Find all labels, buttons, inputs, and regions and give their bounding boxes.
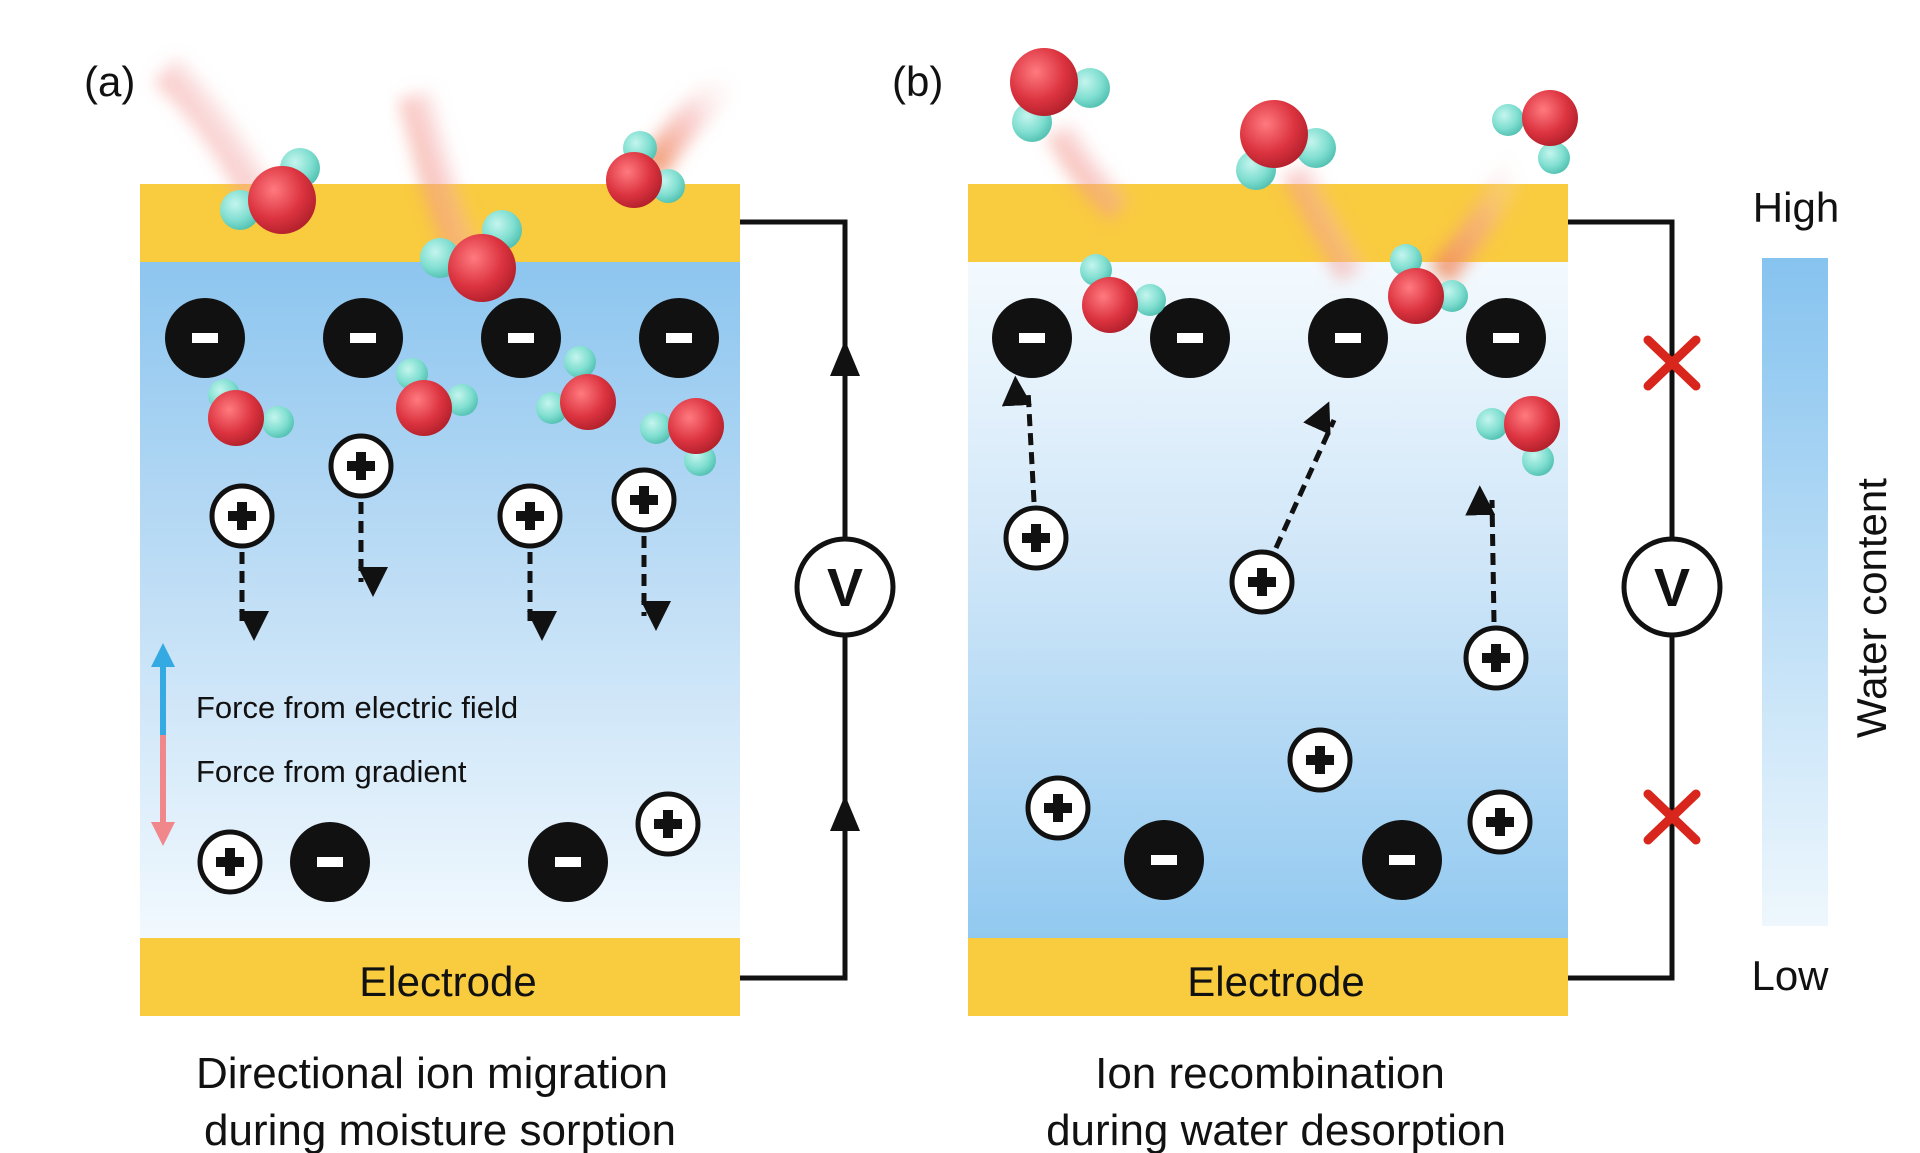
- panel-a-current-arrow-upper: [830, 340, 860, 376]
- anion: [1466, 298, 1546, 378]
- panel-b-caption-line-2: during water desorption: [1046, 1106, 1506, 1153]
- panel-a-current-arrow-lower: [830, 795, 860, 831]
- panel-a-electrode-label: Electrode: [359, 958, 536, 1005]
- panel-b-caption-line-1: Ion recombination: [1095, 1049, 1445, 1098]
- scale-axis-title: Water content: [1848, 478, 1895, 738]
- water-molecule: [1236, 100, 1336, 190]
- cation: [328, 433, 394, 499]
- motion-trail: [1046, 123, 1131, 221]
- panel-a-water-molecules: [153, 57, 749, 476]
- cation: [1287, 727, 1353, 793]
- cation: [1467, 789, 1533, 855]
- water-molecule: [396, 358, 478, 436]
- scale-gradient-bar: [1762, 258, 1828, 926]
- anion: [481, 298, 561, 378]
- cation: [209, 483, 275, 549]
- panel-b-electrode-label: Electrode: [1187, 958, 1364, 1005]
- water-content-scale: High Low Water content: [1751, 184, 1895, 999]
- panel-a-voltmeter-label: V: [827, 558, 863, 618]
- motion-trail: [153, 57, 276, 208]
- panel-a-voltmeter: [794, 536, 896, 638]
- water-molecule: [1080, 254, 1166, 333]
- water-molecule: [1388, 244, 1468, 324]
- panel-b-broken-circuit-mark-upper: [1643, 335, 1701, 391]
- panel-b-voltmeter: [1621, 536, 1723, 638]
- cation: [1025, 775, 1091, 841]
- water-molecule: [1476, 396, 1560, 476]
- panel-a-caption-line-2: during moisture sorption: [204, 1106, 676, 1153]
- legend-gradient: Force from gradient: [196, 754, 467, 789]
- panel-b-returning-cations: [1001, 375, 1529, 691]
- panel-b-bottom-electrode: [968, 938, 1568, 1016]
- panel-b-voltmeter-label: V: [1654, 558, 1690, 618]
- panel-b-bottom-ions: [1025, 727, 1533, 900]
- cation: [1003, 505, 1069, 571]
- anion: [1362, 820, 1442, 900]
- water-molecule: [1010, 48, 1110, 142]
- cation: [611, 467, 677, 533]
- gradient-arrowhead: [151, 822, 175, 846]
- panel-b-broken-circuit-mark-lower: [1643, 789, 1701, 845]
- anion: [323, 298, 403, 378]
- recombination-arrow: [1273, 401, 1337, 550]
- scale-low-label: Low: [1751, 952, 1829, 999]
- water-molecule: [1492, 90, 1578, 174]
- water-molecule: [640, 398, 724, 476]
- anion: [528, 822, 608, 902]
- motion-trail: [398, 90, 484, 268]
- panel-a: (a) Electrode V: [84, 57, 896, 1153]
- motion-trail: [1429, 144, 1533, 285]
- panel-a-anion-row: [165, 298, 719, 378]
- panel-a-force-legend: Force from electric field Force from gra…: [151, 643, 518, 846]
- recombination-arrow: [1465, 485, 1497, 623]
- scale-high-label: High: [1753, 184, 1839, 231]
- panel-a-migrating-cations: [209, 433, 677, 641]
- anion: [290, 822, 370, 902]
- panel-a-caption-line-1: Directional ion migration: [196, 1049, 668, 1098]
- motion-trail: [1282, 163, 1366, 282]
- panel-b-label: (b): [892, 58, 943, 105]
- anion: [1308, 298, 1388, 378]
- water-molecule: [606, 131, 685, 208]
- legend-electric-field: Force from electric field: [196, 690, 518, 725]
- electric-field-arrowhead: [151, 643, 175, 667]
- water-molecule: [420, 210, 522, 302]
- cation: [197, 829, 263, 895]
- anion: [639, 298, 719, 378]
- cation: [635, 791, 701, 857]
- panel-a-bottom-ions: [197, 791, 701, 902]
- anion: [1124, 820, 1204, 900]
- water-molecule: [536, 346, 616, 430]
- water-molecule: [208, 379, 294, 446]
- anion: [992, 298, 1072, 378]
- panel-b-water-molecules: [1010, 48, 1578, 476]
- cation: [1463, 625, 1529, 691]
- cation: [1229, 549, 1295, 615]
- cation: [497, 483, 563, 549]
- water-molecule: [220, 148, 320, 234]
- anion: [165, 298, 245, 378]
- anion: [1150, 298, 1230, 378]
- motion-trail: [637, 62, 749, 179]
- panel-a-label: (a): [84, 58, 135, 105]
- panel-a-bottom-electrode: [140, 938, 740, 1016]
- panel-b: (b) Electrode V: [892, 48, 1723, 1153]
- panel-b-anion-row: [992, 298, 1546, 378]
